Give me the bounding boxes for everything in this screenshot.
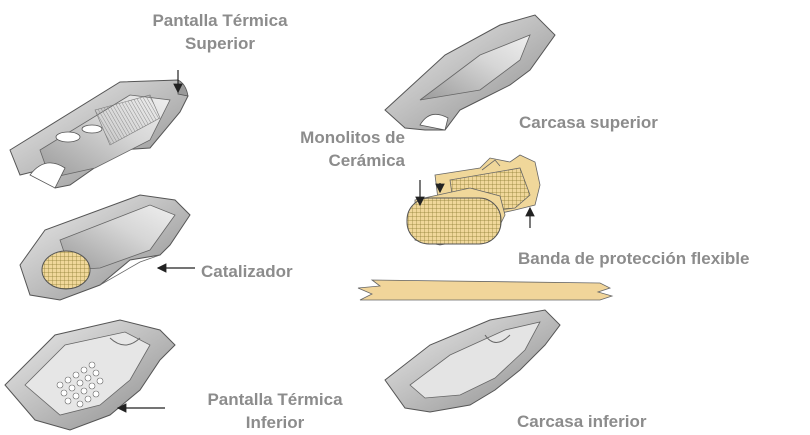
ceramic-monoliths-label: Monolitos de Cerámica bbox=[255, 126, 405, 172]
lower-heat-shield-label: Pantalla Térmica Inferior bbox=[180, 388, 370, 434]
upper-heat-shield-part bbox=[9, 79, 189, 189]
flexible-band-part bbox=[357, 279, 614, 301]
catalyst-part bbox=[19, 194, 191, 301]
pointer-arrows bbox=[116, 70, 535, 413]
upper-shell-part bbox=[384, 14, 556, 131]
lower-shell-label: Carcasa inferior bbox=[517, 412, 647, 431]
lower-shell-part bbox=[384, 309, 561, 413]
lower-heat-shield-label-line1: Pantalla Térmica bbox=[207, 390, 343, 409]
lower-heat-shield-part bbox=[4, 319, 176, 431]
upper-heat-shield-label-line1: Pantalla Térmica bbox=[152, 11, 288, 30]
flexible-band-label: Banda de protección flexible bbox=[518, 249, 750, 268]
perforation-holes bbox=[56, 361, 104, 408]
lower-heat-shield-label-line2: Inferior bbox=[245, 413, 305, 432]
upper-shell-label: Carcasa superior bbox=[519, 113, 658, 132]
upper-heat-shield-label-line2: Superior bbox=[185, 34, 255, 53]
catalyst-label: Catalizador bbox=[201, 262, 293, 281]
ceramic-monoliths-part bbox=[406, 154, 541, 246]
ceramic-monoliths-label-line1: Monolitos de bbox=[300, 128, 405, 147]
upper-heat-shield-label: Pantalla Térmica Superior bbox=[130, 9, 310, 55]
ceramic-monoliths-label-line2: Cerámica bbox=[328, 151, 405, 170]
